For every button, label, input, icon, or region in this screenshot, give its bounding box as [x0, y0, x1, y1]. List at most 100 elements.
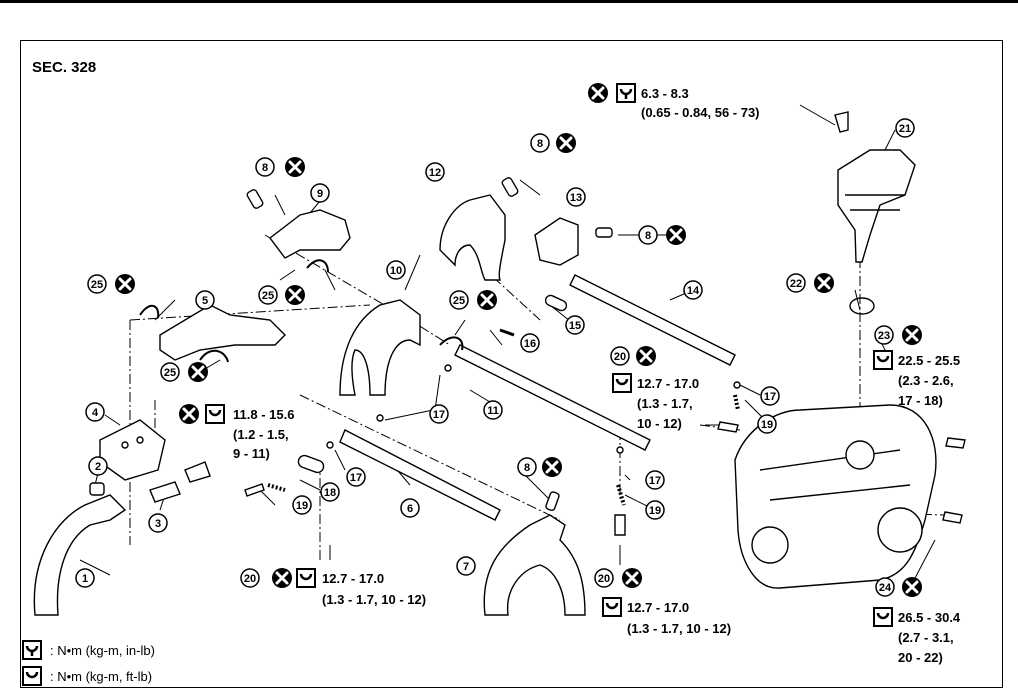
- svg-text:8: 8: [262, 162, 268, 174]
- section-label: SEC. 328: [32, 59, 96, 76]
- callout-23: 23: [874, 325, 894, 345]
- torque-ft-lb-icon: [601, 596, 623, 618]
- svg-text:20: 20: [614, 351, 626, 363]
- svg-text:14: 14: [687, 285, 700, 297]
- callout-20b: 20: [610, 346, 630, 366]
- callout-8b: 8: [530, 133, 550, 153]
- callout-8c: 8: [638, 225, 658, 245]
- torque-symbols: [21, 82, 894, 687]
- replace-icon: [812, 271, 836, 295]
- torque-ft-lb-icon: [611, 372, 633, 394]
- replace-icon: [177, 402, 201, 426]
- replace-icon: [554, 131, 578, 155]
- svg-text:5: 5: [202, 295, 208, 307]
- replace-icon: [900, 323, 924, 347]
- top-rule: [0, 0, 1018, 3]
- torque-20a-line3: 10 - 12): [637, 416, 682, 431]
- torque-24-line3: 20 - 22): [898, 650, 943, 665]
- legend-ft-lb: : N•m (kg-m, ft-lb): [50, 669, 152, 684]
- svg-text:11: 11: [487, 405, 499, 417]
- torque-24-line2: (2.7 - 3.1,: [898, 630, 954, 645]
- svg-text:17: 17: [649, 475, 661, 487]
- svg-text:7: 7: [463, 561, 469, 573]
- replace-icon: [283, 283, 307, 307]
- svg-text:8: 8: [645, 230, 651, 242]
- callout-17c: 17: [645, 470, 665, 490]
- svg-text:3: 3: [155, 518, 161, 530]
- callout-8d: 8: [517, 457, 537, 477]
- svg-text:17: 17: [433, 409, 445, 421]
- torque-ft-lb-icon: [872, 606, 894, 628]
- torque-20c-line2: (1.3 - 1.7, 10 - 12): [627, 621, 731, 636]
- svg-text:24: 24: [879, 582, 892, 594]
- torque-4-line3: 9 - 11): [233, 446, 270, 461]
- torque-20a-line2: (1.3 - 1.7,: [637, 396, 693, 411]
- svg-text:9: 9: [317, 188, 323, 200]
- callout-14: 14: [683, 280, 703, 300]
- callout-16: 16: [520, 333, 540, 353]
- callout-3: 3: [148, 513, 168, 533]
- parts-artwork: [33, 111, 966, 616]
- replace-icon: [186, 360, 210, 384]
- svg-text:12: 12: [429, 167, 441, 179]
- svg-text:19: 19: [296, 500, 308, 512]
- torque-spec-texts: 6.3 - 8.3 (0.65 - 0.84, 56 - 73) 11.8 - …: [233, 86, 961, 665]
- callout-20c: 20: [594, 568, 614, 588]
- replace-icon: [620, 566, 644, 590]
- callout-15: 15: [565, 315, 585, 335]
- replace-icon: [270, 566, 294, 590]
- torque-ft-lb-icon: [204, 403, 226, 425]
- svg-text:13: 13: [570, 192, 582, 204]
- callout-2: 2: [88, 456, 108, 476]
- callout-19c: 19: [757, 414, 777, 434]
- replace-icon: [283, 155, 307, 179]
- callout-20a: 20: [240, 568, 260, 588]
- callout-22: 22: [786, 273, 806, 293]
- svg-text:17: 17: [350, 472, 362, 484]
- callout-6: 6: [400, 498, 420, 518]
- diagram-frame: [20, 40, 1003, 688]
- svg-text:4: 4: [92, 407, 99, 419]
- svg-text:19: 19: [649, 505, 661, 517]
- callout-11: 11: [483, 400, 503, 420]
- callout-17b: 17: [346, 467, 366, 487]
- torque-ft-lb-icon: [295, 567, 317, 589]
- callout-17d: 17: [760, 386, 780, 406]
- callout-13: 13: [566, 187, 586, 207]
- callout-25c: 25: [449, 290, 469, 310]
- callout-7: 7: [456, 556, 476, 576]
- callout-21: 21: [895, 118, 915, 138]
- svg-text:15: 15: [569, 320, 581, 332]
- callout-19a: 19: [292, 495, 312, 515]
- callout-19b: 19: [645, 500, 665, 520]
- callout-25b: 25: [258, 285, 278, 305]
- callout-4: 4: [85, 402, 105, 422]
- torque-20b-line2: (1.3 - 1.7, 10 - 12): [322, 592, 426, 607]
- svg-text:20: 20: [244, 573, 256, 585]
- torque-4-line1: 11.8 - 15.6: [233, 407, 294, 422]
- torque-20a-line1: 12.7 - 17.0: [637, 376, 699, 391]
- callout-17a: 17: [429, 404, 449, 424]
- svg-text:2: 2: [95, 461, 101, 473]
- torque-4-line2: (1.2 - 1.5,: [233, 427, 289, 442]
- replace-icon: [664, 223, 688, 247]
- callout-8a: 8: [255, 157, 275, 177]
- callout-10: 10: [386, 260, 406, 280]
- torque-20c-line1: 12.7 - 17.0: [627, 600, 689, 615]
- torque-in-lb-icon: [615, 82, 637, 104]
- svg-text:21: 21: [899, 123, 911, 135]
- torque-23-line1: 22.5 - 25.5: [898, 353, 960, 368]
- legend-torque-ft-lb-icon: [21, 665, 43, 687]
- callout-18: 18: [320, 482, 340, 502]
- svg-text:16: 16: [524, 338, 536, 350]
- replace-icon: [540, 455, 564, 479]
- torque-24-line1: 26.5 - 30.4: [898, 610, 961, 625]
- svg-text:6: 6: [407, 503, 413, 515]
- svg-text:17: 17: [764, 391, 776, 403]
- callout-1: 1: [75, 568, 95, 588]
- svg-text:10: 10: [390, 265, 402, 277]
- torque-20b-line1: 12.7 - 17.0: [322, 571, 384, 586]
- callout-25a: 25: [87, 274, 107, 294]
- torque-23-line2: (2.3 - 2.6,: [898, 373, 954, 388]
